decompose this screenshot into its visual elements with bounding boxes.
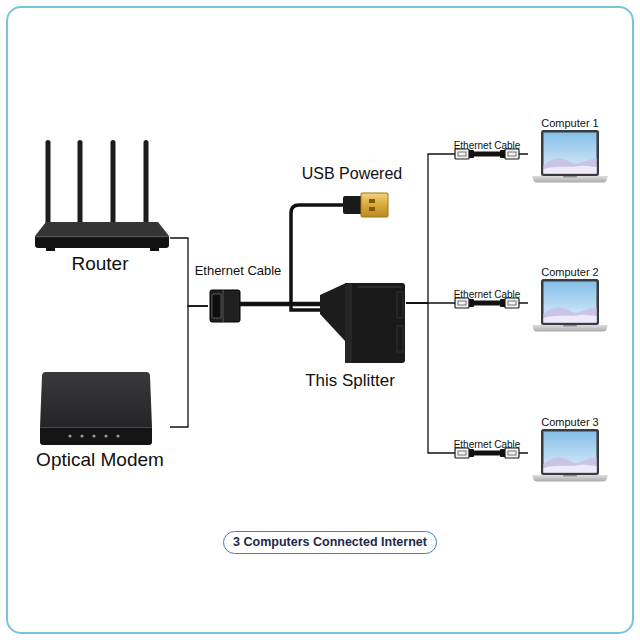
router-illustration <box>150 248 159 251</box>
laptop-illustration <box>544 432 597 473</box>
laptop-illustration <box>563 475 577 477</box>
modem-illustration <box>40 372 152 427</box>
splitter-illustration <box>210 290 240 322</box>
device-label: Computer 1 <box>528 116 612 130</box>
cable-label: Ethernet Cable <box>437 140 537 152</box>
ethernet-cable-icon <box>508 301 516 305</box>
router-illustration <box>35 236 169 248</box>
splitter-illustration <box>345 283 352 363</box>
splitter-illustration <box>397 326 403 352</box>
router-illustration <box>78 140 83 228</box>
ethernet-cable-icon <box>458 301 466 305</box>
ethernet-cable-icon <box>508 451 516 455</box>
usb-plug <box>369 207 375 211</box>
splitter-illustration <box>240 302 322 307</box>
modem-illustration <box>40 427 152 445</box>
router-illustration <box>35 222 169 236</box>
laptop-illustration <box>544 307 597 323</box>
modem-illustration <box>104 434 107 437</box>
caption-pill: 3 Computers Connected Internet <box>223 531 437 554</box>
device-label: Router <box>30 253 170 275</box>
laptop-illustration <box>544 158 597 174</box>
laptop-illustration <box>544 465 597 473</box>
splitter-illustration <box>212 294 221 318</box>
router-illustration <box>144 140 149 228</box>
device-label: Computer 3 <box>528 415 612 429</box>
modem-illustration <box>80 434 83 437</box>
splitter-illustration <box>358 286 402 288</box>
modem-illustration <box>116 434 119 437</box>
laptop-illustration <box>541 130 599 176</box>
laptop-illustration <box>541 429 599 475</box>
cable-label: Ethernet Cable <box>437 289 537 301</box>
ethernet-cable-icon <box>458 451 466 455</box>
router-device: Router <box>30 135 170 275</box>
usb-plug <box>343 196 363 214</box>
caption-holder: 3 Computers Connected Internet <box>10 531 640 554</box>
modem-illustration <box>68 434 71 437</box>
cable-connector <box>170 306 208 427</box>
cable-connector <box>406 154 528 303</box>
modem-illustration <box>92 434 95 437</box>
splitter-device: This Splitter <box>208 278 406 395</box>
ethernet-cable-icon <box>458 152 466 156</box>
device-label: Computer 2 <box>528 265 612 279</box>
laptop-illustration <box>563 325 577 327</box>
laptop-illustration <box>532 325 608 332</box>
laptop-illustration <box>544 166 597 174</box>
modem-device: Optical Modem <box>30 365 170 472</box>
laptop-illustration <box>532 176 608 183</box>
cable-label: Ethernet Cable <box>437 439 537 451</box>
splitter-illustration <box>320 283 346 342</box>
ethernet-cable-icon <box>508 152 516 156</box>
laptop-illustration <box>544 457 597 473</box>
laptop-illustration <box>541 279 599 325</box>
cable-connector-group <box>406 303 528 458</box>
laptop-illustration <box>544 315 597 323</box>
computer-device: Computer 2 <box>528 264 612 336</box>
splitter-illustration <box>345 283 405 363</box>
cable-connector-group <box>406 149 528 303</box>
splitter-illustration <box>222 290 224 322</box>
router-illustration <box>111 140 116 228</box>
computer-device: Computer 3 <box>528 414 612 486</box>
splitter-illustration <box>397 292 403 318</box>
laptop-illustration <box>544 133 597 174</box>
laptop-illustration <box>563 176 577 178</box>
part-label: Ethernet Cable <box>188 263 288 279</box>
part-label: USB Powered <box>292 164 412 184</box>
modem-illustration <box>40 427 152 428</box>
ethernet-cable-icon <box>473 152 501 157</box>
ethernet-cable-icon <box>473 301 501 306</box>
page-border <box>7 7 633 633</box>
router-illustration <box>46 140 51 228</box>
router-illustration <box>46 248 55 251</box>
usb-plug <box>343 193 388 217</box>
ethernet-cable-icon <box>473 451 501 456</box>
cable-connector-group <box>170 306 208 427</box>
computer-device: Computer 1 <box>528 115 612 187</box>
router-illustration <box>35 236 169 237</box>
laptop-illustration <box>532 475 608 482</box>
usb-plug <box>369 199 375 203</box>
laptop-illustration <box>544 282 597 323</box>
cable-connector <box>406 303 528 453</box>
device-label: Optical Modem <box>20 449 180 471</box>
device-label: This Splitter <box>300 370 400 392</box>
usb-plug <box>361 193 388 217</box>
